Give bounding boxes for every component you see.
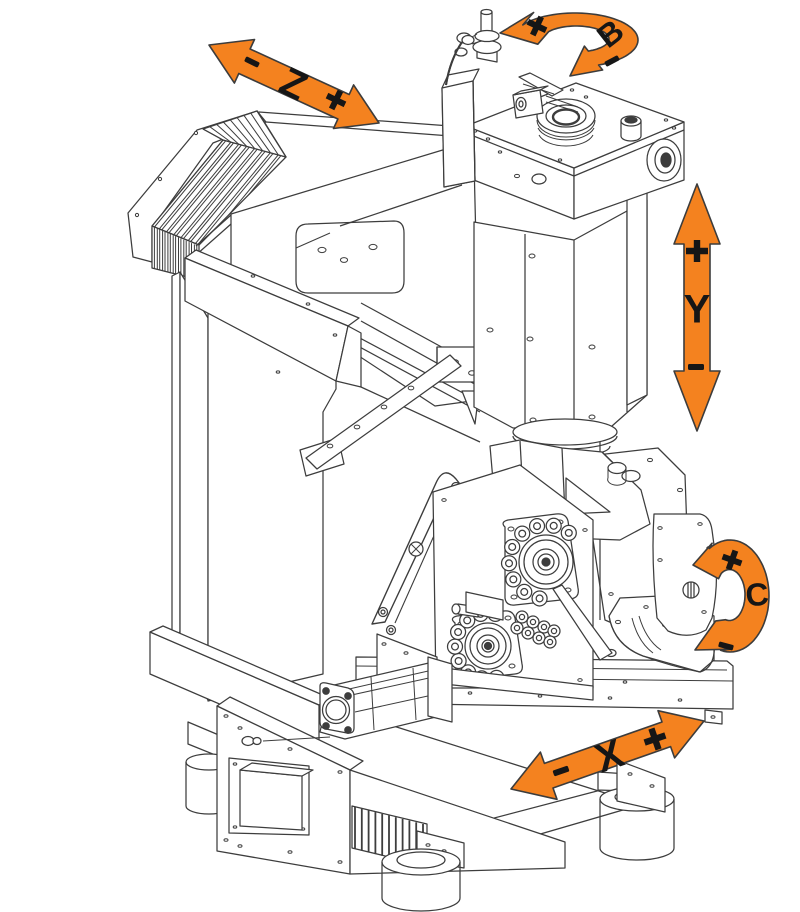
svg-text:C: C — [744, 576, 770, 614]
svg-text:Y: Y — [684, 287, 711, 331]
